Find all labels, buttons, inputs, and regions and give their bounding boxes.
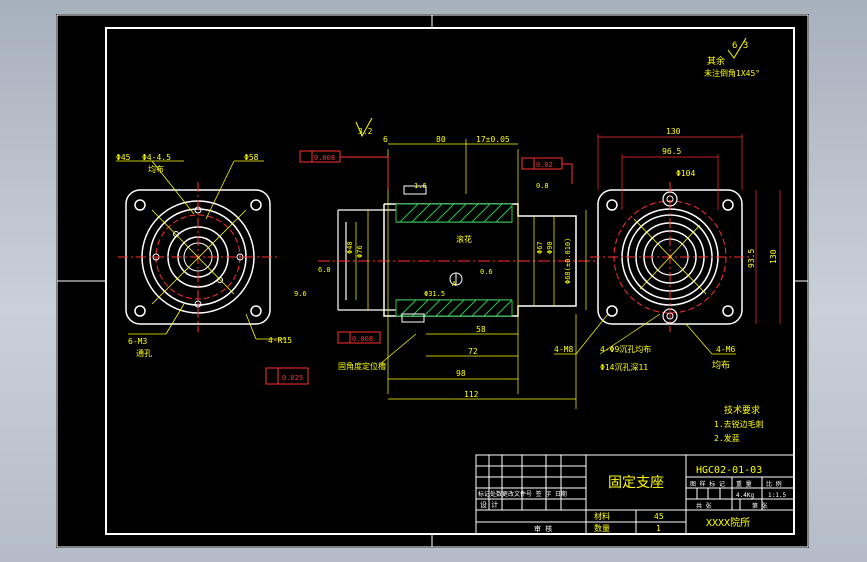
svg-text:98: 98 [456, 369, 466, 378]
svg-text:滚花: 滚花 [456, 234, 472, 244]
svg-text:0.008: 0.008 [314, 154, 335, 162]
svg-text:93.5: 93.5 [747, 249, 756, 268]
svg-text:数量: 数量 [594, 523, 610, 533]
svg-text:Φ104: Φ104 [676, 169, 695, 178]
title-block [475, 454, 795, 535]
svg-text:4-M6: 4-M6 [716, 345, 735, 354]
drawing-sheet[interactable]: 6.3 其余 未注倒角1X45° Φ45 [56, 14, 809, 548]
svg-text:80: 80 [436, 135, 446, 144]
svg-text:均布: 均布 [712, 359, 730, 371]
svg-text:0.6: 0.6 [480, 268, 493, 276]
svg-text:45: 45 [654, 512, 664, 521]
dim-4-phi45: Φ4-4.5 [142, 153, 171, 162]
svg-text:重 量: 重 量 [736, 480, 752, 488]
roughness-note: 6.3 其余 未注倒角1X45° [704, 37, 760, 78]
svg-text:标记处数更改文件号 签 字 日期: 标记处数更改文件号 签 字 日期 [478, 490, 567, 498]
dim-phi45: Φ45 [116, 153, 131, 162]
svg-text:96.5: 96.5 [662, 147, 681, 156]
svg-text:0.02: 0.02 [536, 161, 553, 169]
svg-text:Φ40: Φ40 [346, 241, 354, 254]
tech-notes: 技术要求 1.去锐边毛刺 2.发蓝 [714, 404, 764, 443]
institution-name: XXXX院所 [706, 516, 750, 529]
svg-text:未注倒角1X45°: 未注倒角1X45° [704, 68, 760, 78]
svg-text:17±0.05: 17±0.05 [476, 135, 510, 144]
svg-text:72: 72 [468, 347, 478, 356]
svg-text:技术要求: 技术要求 [724, 404, 760, 416]
svg-text:6.3: 6.3 [732, 41, 748, 51]
svg-text:1.6: 1.6 [414, 182, 427, 190]
svg-text:1.去锐边毛刺: 1.去锐边毛刺 [714, 419, 764, 429]
svg-text:1:1.5: 1:1.5 [768, 492, 786, 499]
part-name: 固定支座 [608, 475, 664, 491]
title-block-text: 标记处数更改文件号 签 字 日期 设 计 审 核 固定支座 材料 45 数量 1… [478, 465, 786, 533]
svg-text:材料: 材料 [594, 511, 610, 521]
svg-text:第 张: 第 张 [752, 502, 768, 510]
svg-text:2.发蓝: 2.发蓝 [714, 433, 740, 443]
svg-text:6: 6 [383, 135, 388, 144]
perp-frame [337, 331, 381, 344]
svg-text:Φ31.5: Φ31.5 [424, 290, 445, 298]
svg-text:112: 112 [464, 390, 479, 399]
svg-text:4-M8: 4-M8 [554, 345, 573, 354]
svg-text:1: 1 [656, 524, 661, 533]
dim-hole: 通孔 [136, 348, 152, 358]
dim-6m3: 6-M3 [128, 337, 147, 346]
svg-text:4.4Kg: 4.4Kg [736, 492, 754, 499]
svg-text:Φ90: Φ90 [546, 241, 554, 254]
svg-text:130: 130 [666, 127, 681, 136]
svg-text:9.6: 9.6 [294, 290, 307, 298]
svg-text:其余: 其余 [707, 55, 725, 67]
svg-text:固角度定位槽: 固角度定位槽 [338, 361, 386, 371]
svg-text:Φ68(±0.010): Φ68(±0.010) [564, 238, 572, 284]
right-view: 130 96.5 Φ104 93.5 130 4-M8 4-Φ9沉孔均布 Φ14… [554, 127, 781, 372]
section-view: 80 17±0.05 6 3.2 1.6 0.8 0.6 58 72 98 11… [265, 117, 596, 409]
svg-text:130: 130 [769, 249, 778, 264]
svg-text:3.2: 3.2 [358, 127, 373, 136]
svg-text:Φ76: Φ76 [356, 245, 364, 258]
dim-phi58: Φ58 [244, 153, 259, 162]
svg-text:0.025: 0.025 [282, 374, 303, 382]
svg-text:0.008: 0.008 [352, 335, 373, 343]
svg-text:Φ14沉孔深11: Φ14沉孔深11 [600, 363, 648, 372]
svg-text:4-Φ9沉孔均布: 4-Φ9沉孔均布 [600, 344, 651, 354]
svg-text:58: 58 [476, 325, 486, 334]
dim-4r15: 4-R15 [268, 336, 292, 345]
svg-text:设 计: 设 计 [480, 500, 498, 509]
svg-text:6.0: 6.0 [318, 266, 331, 274]
left-view: Φ45 Φ4-4.5 均布 Φ58 6-M3 通孔 4-R15 [116, 153, 292, 358]
svg-text:图 样 标 记: 图 样 标 记 [690, 480, 725, 488]
position-frame [265, 367, 309, 385]
svg-text:0.8: 0.8 [536, 182, 549, 190]
svg-text:比 例: 比 例 [766, 480, 782, 488]
svg-text:A: A [452, 280, 457, 288]
dim-uniform: 均布 [148, 164, 164, 174]
svg-text:Φ67: Φ67 [536, 241, 544, 254]
drawing-canvas: 6.3 其余 未注倒角1X45° Φ45 [56, 14, 809, 548]
svg-text:共 张: 共 张 [696, 502, 712, 510]
drawing-number: HGC02-01-03 [696, 465, 762, 476]
svg-text:审 核: 审 核 [534, 524, 552, 533]
